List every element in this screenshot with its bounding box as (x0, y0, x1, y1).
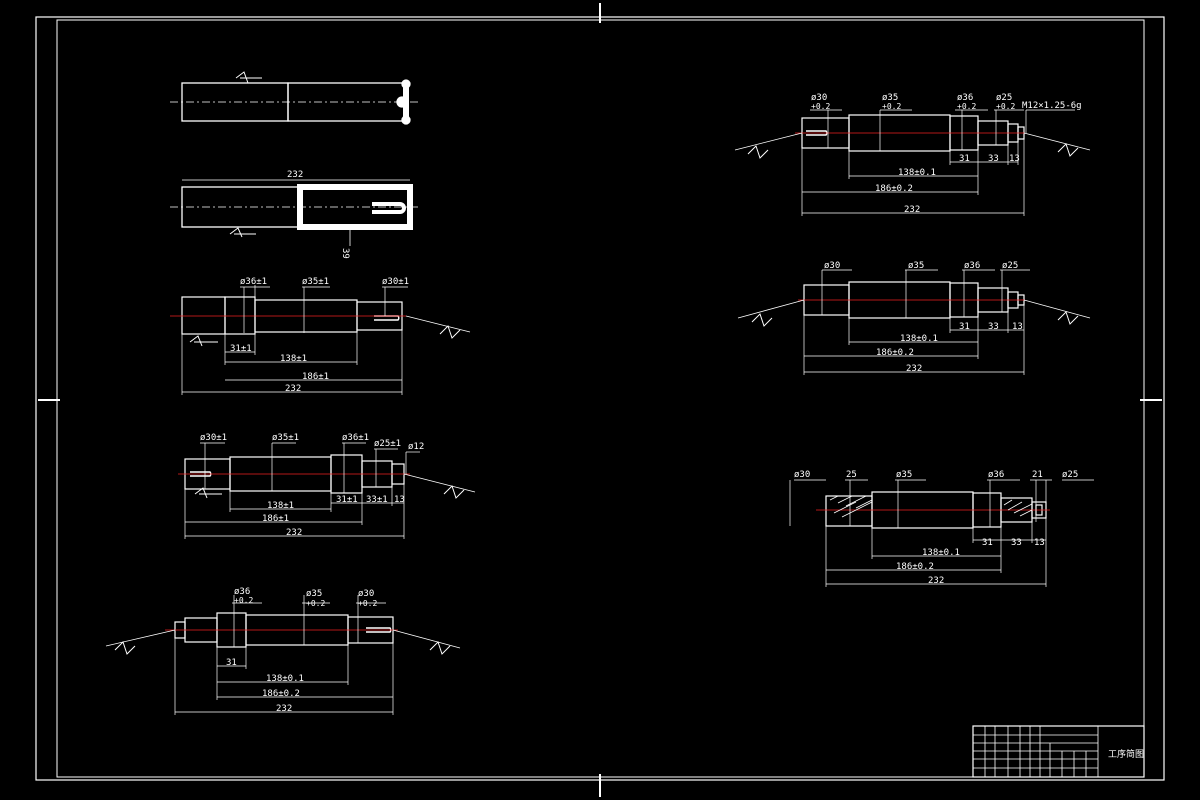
stage5-dim-3: 13 (1009, 154, 1020, 164)
stage3-dia-4: ø25±1 (374, 439, 401, 449)
stage2-dim-1: 31±1 (230, 344, 252, 354)
title-block-title: 工序简图 (1108, 748, 1144, 760)
stage3-dim-6: 232 (286, 528, 302, 538)
stage5-tol-3: +0.2 (957, 102, 976, 111)
stage7-dia-4: ø36 (988, 470, 1004, 480)
stage4-dim-4: 232 (276, 704, 292, 714)
stage7-dia-6: ø25 (1062, 470, 1078, 480)
stage6-dia-2: ø35 (908, 261, 924, 271)
stage7-dia-2: 25 (846, 470, 857, 480)
stage7-dia-3: ø35 (896, 470, 912, 480)
stage5-tol-2: +0.2 (882, 102, 901, 111)
stage6-dim-3: 13 (1012, 322, 1023, 332)
stage4-dim-3: 186±0.2 (262, 689, 300, 699)
stage4-dia-3: ø30 (358, 589, 374, 599)
stage7-dim-4: 138±0.1 (922, 548, 960, 558)
stage2-dia-1: ø36±1 (240, 277, 267, 287)
stage5-dim-2: 33 (988, 154, 999, 164)
stage7-shaft (816, 491, 1050, 529)
stage3-dim-5: 186±1 (262, 514, 289, 524)
stage5-dim-4: 138±0.1 (898, 168, 936, 178)
stage6-dim-4: 138±0.1 (900, 334, 938, 344)
stage5-thread: M12×1.25-6g (1022, 101, 1082, 111)
stage4-shaft (105, 612, 461, 655)
stage2-dim-4: 232 (285, 384, 301, 394)
stage4-dia-1: ø36 (234, 587, 250, 597)
stage7-hatching (829, 495, 1033, 518)
stage3-dim-2: 31±1 (336, 495, 358, 505)
stage5-dim-6: 232 (904, 205, 920, 215)
stage2-dims (181, 285, 408, 395)
stage1-view-a (170, 71, 420, 125)
stage7-dim-2: 33 (1011, 538, 1022, 548)
stage5-dia-3: ø36 (957, 93, 973, 103)
stage3-dims (184, 442, 420, 539)
stage5-dia-4: ø25 (996, 93, 1012, 103)
stage6-dim-1: 31 (959, 322, 970, 332)
stage4-tol-1: +0.2 (234, 596, 253, 605)
stage6-dia-4: ø25 (1002, 261, 1018, 271)
stage4-dim-1: 31 (226, 658, 237, 668)
stage3-dim-1: 138±1 (267, 501, 294, 511)
stage7-dia-5: 21 (1032, 470, 1043, 480)
stage6-dia-1: ø30 (824, 261, 840, 271)
stage1-length-dim: 232 (287, 170, 303, 180)
stage5-tol-4: +0.2 (996, 102, 1015, 111)
stage3-dia-1: ø30±1 (200, 433, 227, 443)
stage6-shaft (737, 281, 1091, 327)
stage7-dim-1: 31 (982, 538, 993, 548)
stage5-dim-5: 186±0.2 (875, 184, 913, 194)
stage7-dim-3: 13 (1034, 538, 1045, 548)
stage5-shaft (734, 114, 1091, 159)
stage2-dim-2: 138±1 (280, 354, 307, 364)
stage2-dim-3: 186±1 (302, 372, 329, 382)
stage6-dim-5: 186±0.2 (876, 348, 914, 358)
sheet-border (35, 3, 1165, 797)
title-block (972, 725, 1145, 778)
stage6-dim-6: 232 (906, 364, 922, 374)
stage2-dia-3: ø30±1 (382, 277, 409, 287)
stage5-dia-1: ø30 (811, 93, 827, 103)
stage3-dia-2: ø35±1 (272, 433, 299, 443)
stage1-depth-dim: 39 (340, 248, 350, 259)
stage4-dim-2: 138±0.1 (266, 674, 304, 684)
stage7-dims (789, 479, 1094, 587)
stage5-dia-2: ø35 (882, 93, 898, 103)
stage4-tol-2: +0.2 (306, 599, 325, 608)
stage3-dim-4: 13 (394, 495, 405, 505)
stage6-dim-2: 33 (988, 322, 999, 332)
stage5-tol-1: +0.2 (811, 102, 830, 111)
stage3-dia-5: ø12 (408, 442, 424, 452)
stage5-dims (801, 109, 1075, 216)
stage2-dia-2: ø35±1 (302, 277, 329, 287)
stage6-dia-3: ø36 (964, 261, 980, 271)
stage7-dim-6: 232 (928, 576, 944, 586)
stage3-dia-3: ø36±1 (342, 433, 369, 443)
stage6-dims (803, 269, 1030, 375)
stage7-dia-1: ø30 (794, 470, 810, 480)
stage7-dim-5: 186±0.2 (896, 562, 934, 572)
stage5-dim-1: 31 (959, 154, 970, 164)
stage4-dia-2: ø35 (306, 589, 322, 599)
stage2-shaft (170, 296, 471, 347)
stage1-view-b (170, 179, 420, 246)
stage3-dim-3: 33±1 (366, 495, 388, 505)
stage4-dims (174, 595, 394, 715)
stage4-tol-3: +0.2 (358, 599, 377, 608)
stage3-shaft (178, 454, 476, 499)
